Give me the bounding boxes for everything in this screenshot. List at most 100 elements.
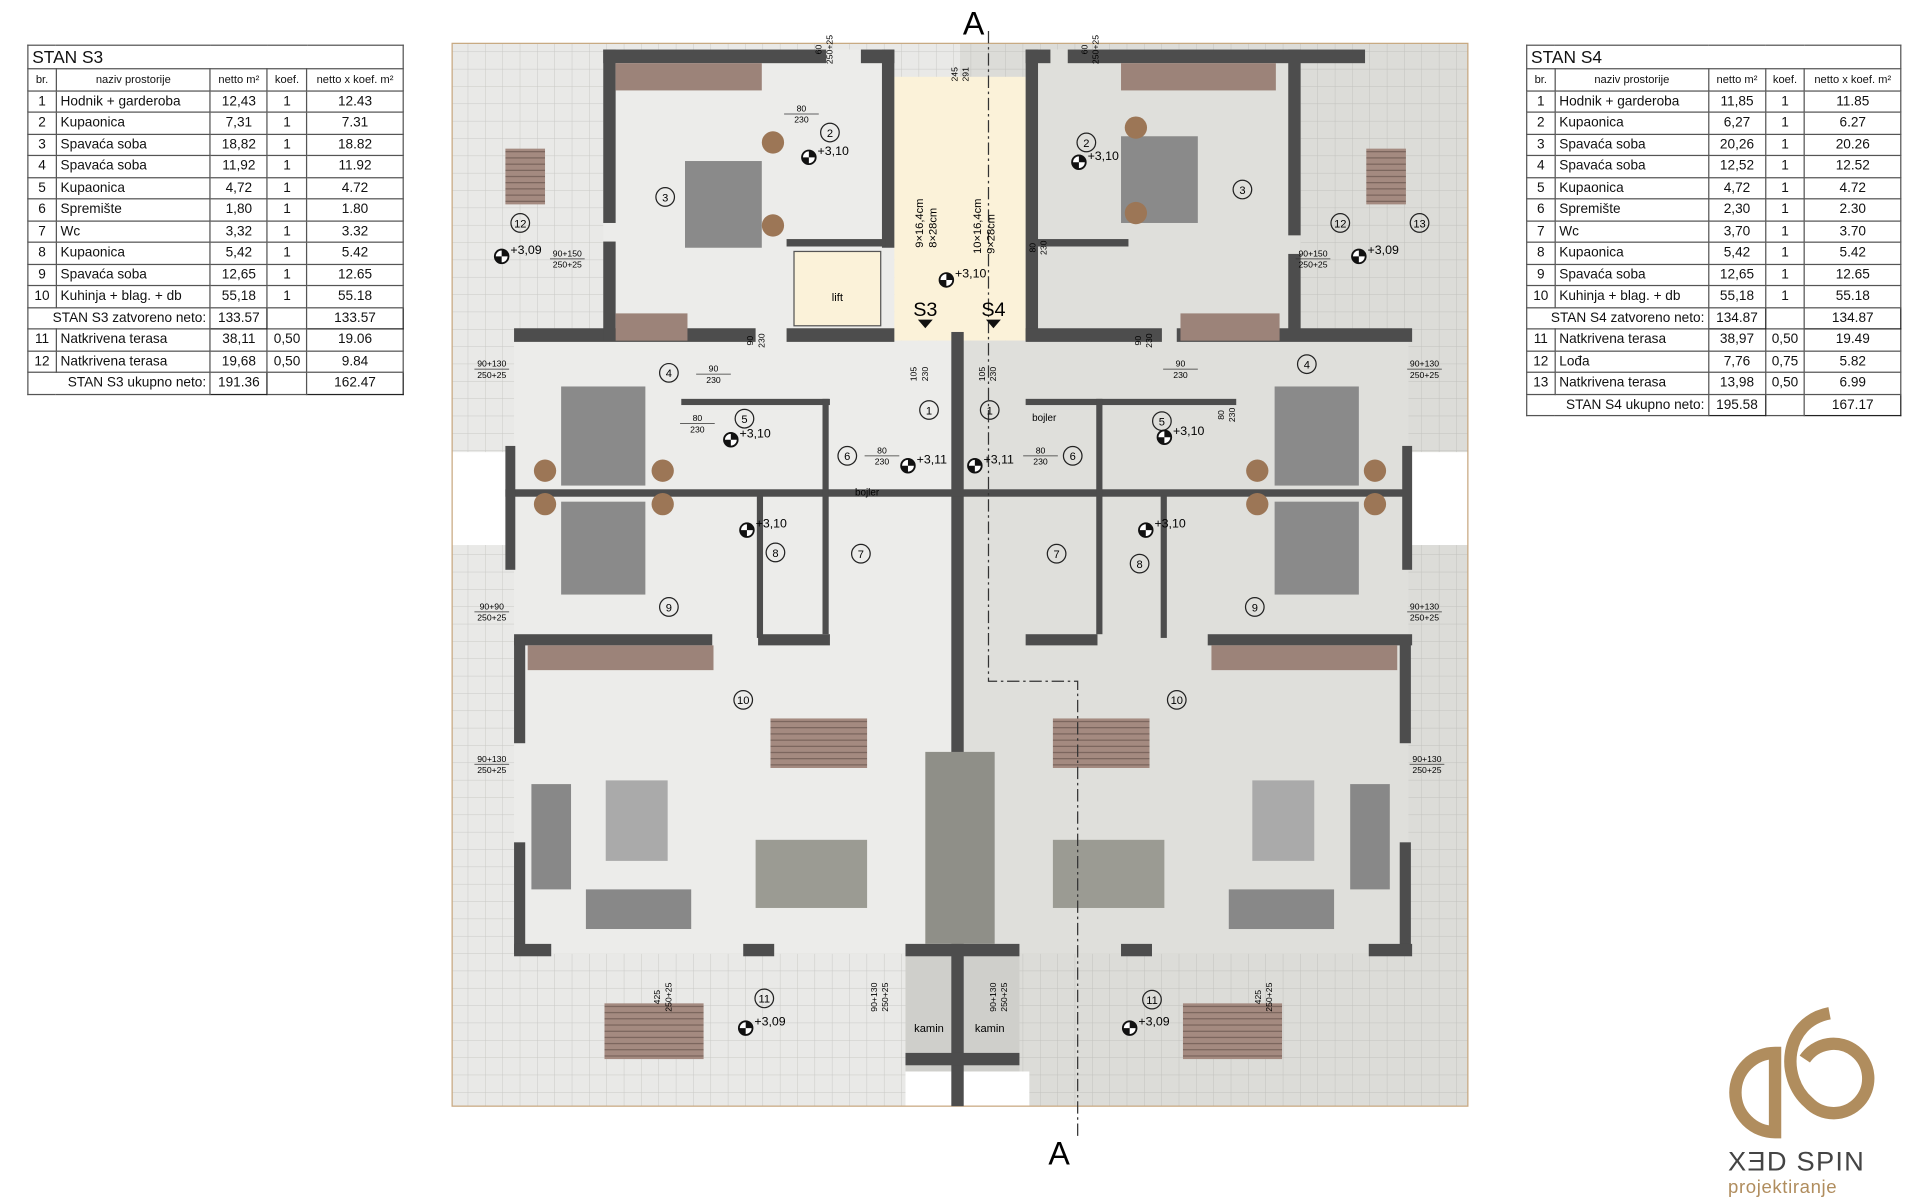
room-number: 11 [1526,328,1556,352]
stair-dim: 9×16,4cm [914,199,926,248]
netto-area: 5,42 [1708,241,1766,265]
weighted-area: 12.52 [1804,154,1902,178]
room-number-marker [655,187,676,207]
weighted-area: 6.99 [1804,371,1902,395]
empty-cell [266,371,308,395]
level-label: +3,10 [955,266,986,280]
opening-dim-width: 245 [950,67,960,82]
room-number: 10 [1171,695,1183,707]
closed-total-weighted: 134.87 [1804,306,1902,330]
level-label: +3,10 [1154,517,1185,531]
netto-area: 12,52 [1708,154,1766,178]
table-title: STAN S4 [1526,44,1902,70]
room-number: 9 [1526,263,1556,287]
netto-area: 4,72 [209,176,268,200]
opening-dim-height: 230 [1227,408,1237,423]
room-number: 8 [1137,559,1143,571]
room-number-marker [658,597,679,617]
grand-total-label: STAN S4 ukupno neto: [1526,393,1710,417]
stair-dim: 9×28cm [986,214,998,254]
opening-dim-width: 90+150 [1298,248,1327,258]
room-number: 5 [1526,176,1556,200]
room-number: 11 [1146,995,1158,1007]
opening-dim-width: 90 [709,364,719,374]
level-marker-fill [1352,249,1366,264]
opening-dim-width: 90+130 [1412,754,1441,764]
room-name: Wc [55,219,212,243]
weighted-area: 12.65 [1804,263,1902,287]
weighted-area: 20.26 [1804,133,1902,157]
room-number-marker [1062,445,1083,466]
coefficient: 1 [266,219,308,243]
room-name: Kupaonica [55,241,212,265]
opening-dim-height: 230 [794,115,809,125]
weighted-area: 19.06 [306,328,404,352]
room-number: 9 [666,602,672,614]
netto-area: 38,11 [209,328,268,352]
opening-dim-height: 250+25 [663,982,673,1011]
level-marker-fill [802,150,816,165]
room-name: Natkrivena terasa [1554,328,1710,352]
coefficient: 1 [266,154,308,178]
room-number: 12 [27,349,57,373]
room-name: Natkrivena terasa [55,328,212,352]
opening-dim-width: 90 [1133,336,1143,346]
room-name: Hodnik + garderoba [55,89,212,113]
weighted-area: 4.72 [306,176,404,200]
room-name: Spavaća soba [1554,263,1710,287]
opening-dim-width: 60 [1080,45,1090,55]
room-name: Kupaonica [55,176,212,200]
opening-dim-width: 60 [813,45,823,55]
room-number: 6 [1070,451,1076,463]
opening-dim-height: 230 [1173,370,1188,380]
column-header: koef. [266,68,308,92]
room-number-marker [979,400,1000,420]
dining-table [1052,718,1150,768]
room-number: 5 [1159,416,1165,428]
level-label: +3,10 [1173,424,1204,438]
room-name: Spavaća soba [55,154,212,178]
grand-total-weighted: 162.47 [306,371,404,395]
weighted-area: 19.49 [1804,328,1902,352]
terrace-table [1366,148,1406,205]
room-number-marker [734,408,755,429]
opening-dim-height: 250+25 [1412,765,1441,775]
weighted-area: 12.65 [306,263,404,287]
weighted-area: 5.82 [1804,349,1902,373]
room-number: 7 [1526,219,1556,243]
room-number-marker [1166,689,1187,710]
sofa [1350,784,1390,890]
level-label: +3,09 [510,243,541,257]
bed [561,386,646,486]
room-number-marker [837,445,858,466]
room-number: 7 [1054,549,1060,561]
stair-label-s3: S3 [913,299,937,321]
column-header: netto x koef. m² [306,68,404,92]
kitchen-island [755,839,868,908]
coefficient: 1 [1764,133,1806,157]
room-number: 3 [27,133,57,157]
netto-area: 6,27 [1708,111,1766,135]
opening-dim-height: 250+25 [477,765,506,775]
room-number-marker [510,213,531,233]
room-number-marker [850,543,871,564]
netto-area: 12,65 [209,263,268,287]
room-number: 6 [27,198,57,222]
furniture [505,63,1406,1060]
level-marker-fill [494,249,509,264]
netto-area: 7,76 [1708,349,1766,373]
opening-dim-height: 250+25 [999,982,1009,1011]
weighted-area: 5.42 [306,241,404,265]
empty-cell [266,306,308,330]
opening-dim-width: 90 [745,336,755,346]
weighted-area: 9.84 [306,349,404,373]
